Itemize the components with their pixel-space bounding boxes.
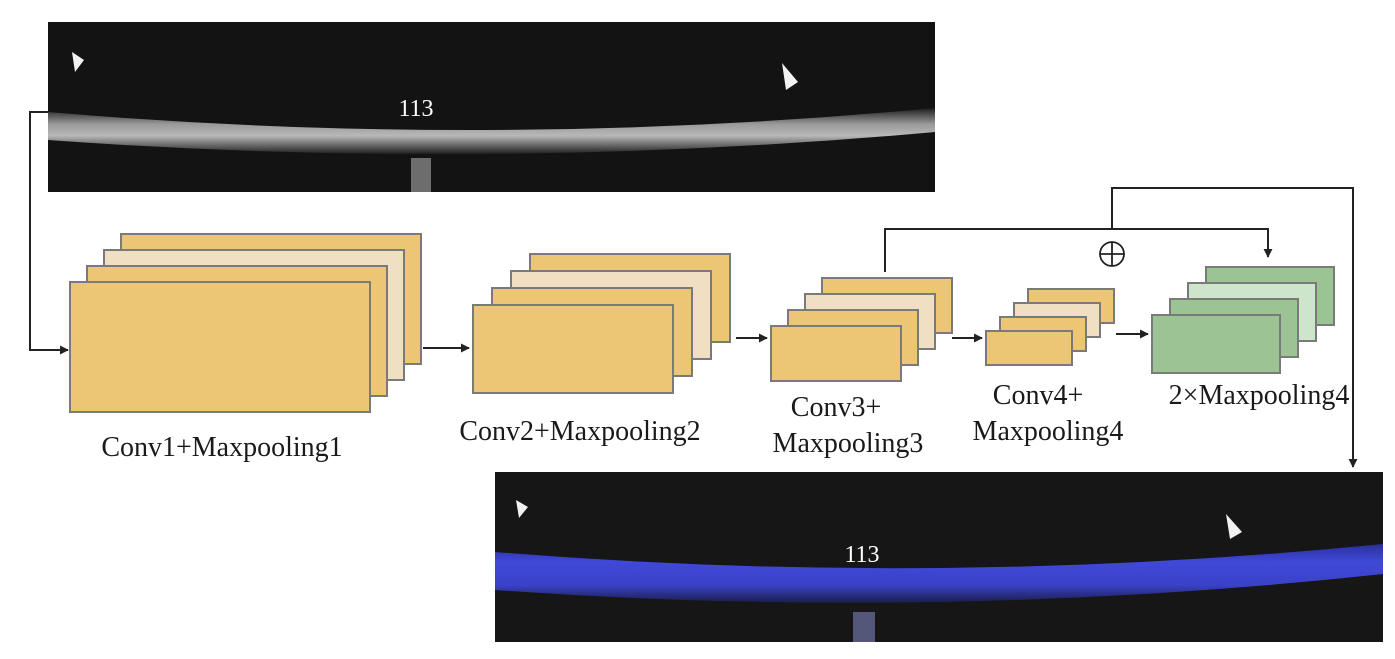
input-image: 113 [48,22,935,192]
input-image-background [48,22,935,192]
input-marker-left-icon [72,52,84,72]
feature-map-stacks [69,233,1335,413]
upsample-label: 2×Maxpooling4 [1169,380,1350,411]
output-frame-label: 113 [844,542,879,568]
upsample-feature-stack [1151,266,1335,374]
input-marker-right-icon [782,63,798,90]
conv3-feature-stack [770,277,953,382]
output-marker-left-icon [516,500,528,518]
conv2-feature-stack [472,253,731,394]
fusion-to-output-arrow [1111,187,1358,468]
output-segmentation-band [495,544,1383,603]
conv3-feature-map-1 [770,325,902,382]
connectors [29,111,1358,468]
output-marker-right-icon [1226,514,1242,539]
conv1-label: Conv1+Maxpooling1 [101,432,342,463]
upsample-feature-map-1 [1151,314,1281,374]
conv1-feature-stack [69,233,422,413]
input-to-conv1-arrow [29,111,69,355]
stage-labels: Conv1+Maxpooling1 Conv2+Maxpooling2 Conv… [101,380,1349,463]
output-vessel-branch [853,612,875,642]
fusion-node [1099,241,1125,267]
conv4-feature-map-1 [985,330,1073,366]
input-vessel-band [48,108,935,155]
conv3-label-line1: Conv3+ [791,392,881,423]
conv2-label: Conv2+Maxpooling2 [459,416,700,447]
conv1-feature-map-1 [69,281,371,413]
conv2-feature-map-1 [472,304,674,394]
input-vessel-branch [411,158,431,192]
conv4-feature-stack [985,288,1115,366]
conv3-skip-connection-arrow [884,228,1273,272]
output-image: 113 [495,472,1383,642]
input-frame-label: 113 [398,96,433,122]
conv4-label-line2: Maxpooling4 [973,416,1124,447]
conv4-label-line1: Conv4+ [993,380,1083,411]
conv3-label-line2: Maxpooling3 [773,428,924,459]
